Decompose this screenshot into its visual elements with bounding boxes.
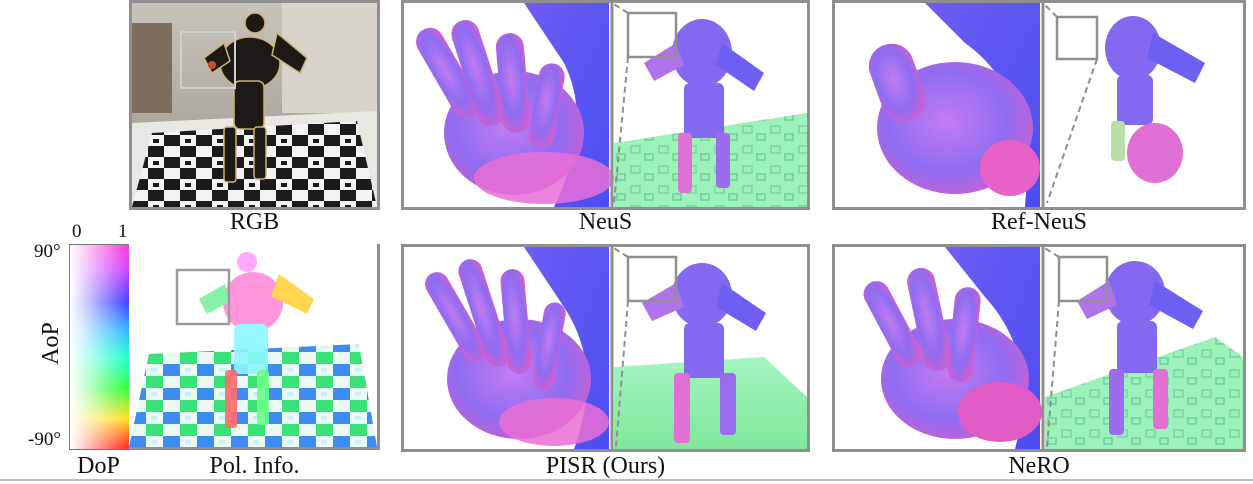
pisr-render <box>401 244 810 452</box>
nero-render <box>832 244 1246 452</box>
polarization-image <box>129 244 380 450</box>
aop-axis-label: AoP <box>37 322 64 365</box>
aop-min-label: -90° <box>28 429 61 450</box>
neus-render <box>401 0 810 210</box>
dop-min-label: 0 <box>72 221 82 242</box>
rgb-image <box>129 0 380 210</box>
caption-pol-info: Pol. Info. <box>209 453 300 479</box>
aop-dop-colorbar <box>69 244 130 450</box>
caption-neus: NeuS <box>578 209 633 235</box>
caption-dop: DoP <box>77 453 120 479</box>
caption-nero: NeRO <box>1008 453 1070 479</box>
refneus-render <box>832 0 1246 210</box>
caption-refneus: Ref-NeuS <box>991 209 1087 235</box>
caption-rgb: RGB <box>229 209 280 235</box>
bottom-divider <box>0 479 1253 481</box>
zoom-box <box>180 31 236 89</box>
caption-pisr: PISR (Ours) <box>545 453 666 479</box>
dop-max-label: 1 <box>118 221 128 242</box>
aop-max-label: 90° <box>34 241 61 262</box>
